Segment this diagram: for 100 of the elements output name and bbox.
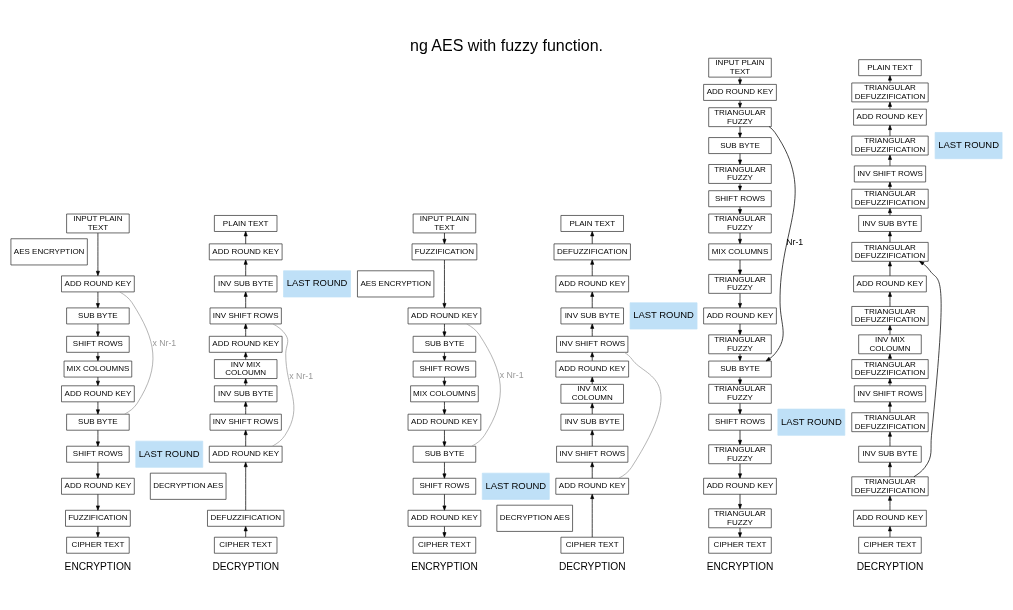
node-box: DEFUZZIFICATION: [553, 243, 631, 261]
arrow: [243, 259, 248, 277]
arrow: [888, 526, 892, 538]
node-box: INV SUB BYTE: [214, 275, 278, 293]
arrow: [738, 403, 742, 415]
arrow: [888, 101, 892, 110]
node-box: TRIANGULAR FUZZY: [708, 274, 772, 294]
arrow: [738, 259, 742, 275]
arrow: [590, 462, 595, 479]
arrow: [888, 261, 892, 277]
arrow: [590, 323, 595, 337]
node-box: LAST ROUND: [481, 472, 550, 500]
label: ENCRYPTION: [411, 560, 478, 572]
label: DECRYPTION: [856, 560, 924, 572]
node-box: SUB BYTE: [412, 335, 477, 353]
node-box: TRIANGULAR FUZZY: [708, 444, 772, 465]
node-box: SHIFT ROWS: [66, 445, 130, 463]
arrow: [243, 352, 248, 360]
node-box: CIPHER TEXT: [560, 536, 624, 554]
arrow: [590, 231, 595, 245]
node-box: SHIFT ROWS: [66, 335, 130, 353]
node-box: TRIANGULAR FUZZY: [708, 213, 772, 234]
node-box: INV SHIFT ROWS: [853, 385, 926, 403]
connector: [119, 291, 154, 415]
connector: [271, 323, 295, 447]
arrow: [738, 232, 742, 244]
arrow: [738, 206, 742, 215]
node-box: INV SUB BYTE: [858, 445, 922, 463]
node-box: TRIANGULAR FUZZY: [708, 508, 772, 529]
node-box: TRIANGULAR DEFUZZIFICATION: [851, 476, 929, 497]
arrow: [738, 183, 742, 191]
node-box: LAST ROUND: [777, 408, 846, 436]
node-box: ADD ROUND KEY: [555, 275, 629, 293]
label: DECRYPTION: [212, 560, 279, 572]
node-box: SHIFT ROWS: [412, 360, 477, 378]
arrow: [442, 401, 447, 415]
arrow: [590, 291, 595, 309]
node-box: INV SUB BYTE: [858, 215, 922, 232]
arrow: [888, 124, 892, 137]
arrow: [738, 376, 742, 385]
node-box: TRIANGULAR DEFUZZIFICATION: [851, 412, 929, 433]
node-box: PLAIN TEXT: [560, 215, 624, 232]
arrow: [888, 291, 892, 307]
node-box: ADD ROUND KEY: [407, 509, 482, 527]
arrow: [738, 494, 742, 510]
arrow: [590, 429, 595, 447]
arrow: [442, 494, 447, 511]
node-box: INV SHIFT ROWS: [209, 307, 282, 325]
arrow: [442, 462, 447, 479]
node-box: DECRYPTION AES: [496, 504, 573, 532]
node-box: CIPHER TEXT: [858, 536, 922, 554]
arrow: [590, 376, 595, 385]
arrow: [765, 126, 796, 362]
node-box: SUB BYTE: [708, 360, 772, 378]
node-box: INV SHIFT ROWS: [556, 445, 629, 463]
node-box: TRIANGULAR FUZZY: [708, 164, 772, 184]
node-box: FUZZIFICATION: [65, 509, 131, 527]
node-box: SHIFT ROWS: [708, 413, 772, 431]
arrow: [442, 376, 447, 386]
arrow: [442, 352, 447, 362]
arrow: [96, 494, 100, 511]
arrow: [888, 401, 892, 413]
node-box: TRIANGULAR DEFUZZIFICATION: [851, 135, 929, 156]
arrow: [442, 232, 447, 244]
arrow: [243, 231, 248, 245]
arrow: [96, 352, 100, 362]
arrow: [738, 100, 742, 108]
node-box: MIX COLUMNS: [708, 243, 772, 261]
arrow: [888, 431, 892, 447]
node-box: ADD ROUND KEY: [208, 445, 283, 463]
arrow: [442, 429, 447, 447]
edge-label: x Nr-1: [289, 370, 314, 381]
label: ENCRYPTION: [706, 560, 774, 572]
node-box: AES ENCRYPTION: [357, 270, 435, 298]
node-box: LAST ROUND: [135, 440, 204, 468]
node-box: DEFUZZIFICATION: [207, 509, 285, 527]
arrow: [738, 429, 742, 445]
diagram-title: ng AES with fuzzy function.: [410, 36, 603, 54]
connector: [466, 323, 501, 447]
node-box: MIX COLOUMNS: [63, 360, 133, 378]
arrow: [96, 323, 100, 337]
node-box: ADD ROUND KEY: [407, 307, 482, 325]
node-box: INV MIX COLOUMN: [214, 359, 278, 379]
arrow: [243, 323, 248, 337]
node-box: SUB BYTE: [66, 307, 130, 325]
node-box: MIX COLOUMNS: [410, 385, 479, 403]
arrow: [738, 463, 742, 479]
node-box: LAST ROUND: [934, 132, 1003, 160]
arrow: [888, 181, 892, 190]
node-box: LAST ROUND: [283, 270, 351, 298]
connector: [618, 352, 662, 479]
node-box: AES ENCRYPTION: [10, 238, 88, 266]
arrow: [96, 401, 100, 415]
arrow: [913, 260, 942, 478]
arrow: [96, 526, 100, 538]
arrow: [243, 401, 248, 415]
arrow: [738, 153, 742, 165]
arrow: [888, 378, 892, 386]
node-box: INV SUB BYTE: [214, 385, 278, 403]
node-box: CIPHER TEXT: [708, 536, 772, 554]
